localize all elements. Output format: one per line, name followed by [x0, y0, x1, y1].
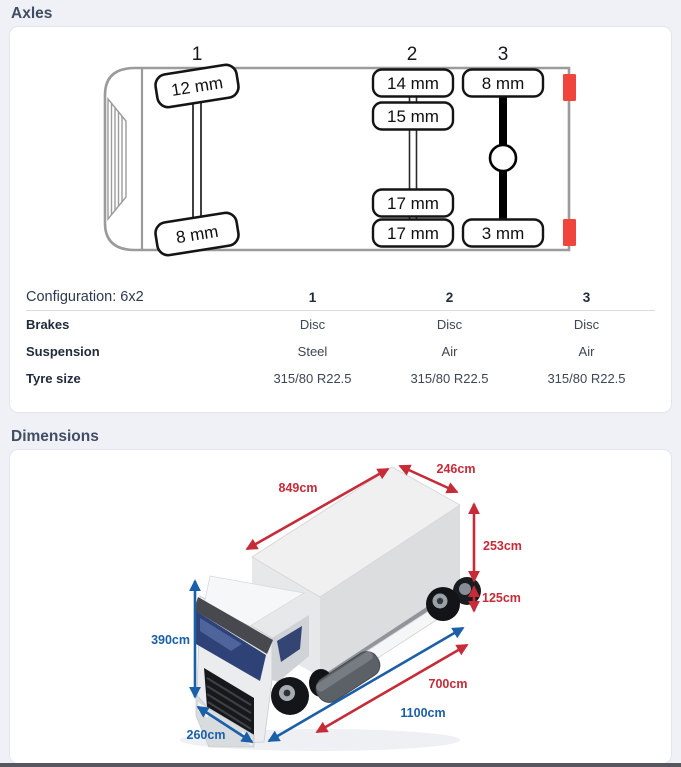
axle-number-2: 2	[407, 44, 418, 65]
rear-marker-bottom	[563, 219, 576, 246]
table-row-tyre-size: Tyre size 315/80 R22.5 315/80 R22.5 315/…	[26, 365, 655, 392]
axle2-top-inner-tyre: 15 mm	[371, 101, 455, 131]
axle1-bottom-tyre: 8 mm	[154, 211, 240, 257]
label-loading-height: 125cm	[482, 591, 521, 605]
column-header-1: 1	[308, 289, 317, 305]
cab-grille-hatch	[107, 97, 127, 221]
label-box-height: 253cm	[483, 539, 522, 553]
arrow-box-width	[398, 464, 459, 494]
cell-value: Air	[441, 344, 458, 359]
cell-value: Disc	[573, 317, 600, 332]
arrow-total-length	[267, 626, 465, 743]
arrow-total-width	[196, 705, 254, 744]
windshield-reflection	[200, 618, 242, 651]
table-row-suspension: Suspension Steel Air Air	[26, 338, 655, 365]
tyre-depth-label: 3 mm	[482, 224, 525, 243]
front-wheel	[271, 677, 309, 715]
dimension-arrows	[189, 464, 480, 744]
dimensions-section-title: Dimensions	[11, 428, 99, 445]
tyre-depth-label: 17 mm	[387, 224, 439, 243]
label-total-width: 260cm	[187, 728, 226, 742]
table-row-brakes: Brakes Disc Disc Disc	[26, 311, 655, 338]
axle-3: 8 mm 3 mm	[461, 68, 545, 248]
config-table-header-row: Configuration: 6x2 1 2 3	[26, 284, 655, 311]
axles-card: 1 2 3 12 mm	[9, 26, 672, 413]
rear-marker-top	[563, 74, 576, 101]
label-box-length: 849cm	[279, 481, 318, 495]
arrow-box-length	[245, 467, 390, 551]
row-label: Tyre size	[26, 371, 81, 386]
tyre-depth-label: 17 mm	[387, 194, 439, 213]
label-total-length: 1100cm	[400, 706, 445, 720]
axle2-top-outer-tyre: 14 mm	[371, 68, 455, 98]
cell-value: 315/80 R22.5	[410, 371, 489, 386]
cell-value: 315/80 R22.5	[547, 371, 626, 386]
differential-circle	[488, 143, 518, 173]
column-header-3: 3	[582, 289, 591, 305]
axle3-bottom-tyre: 3 mm	[461, 218, 545, 248]
dimension-labels: 849cm 246cm 253cm 125cm 390cm 260cm 700c…	[151, 462, 522, 742]
axle1-top-tyre: 12 mm	[154, 63, 240, 109]
axle-diagram: 1 2 3 12 mm	[103, 44, 576, 257]
tyre-depth-label: 8 mm	[482, 74, 525, 93]
axle-1: 12 mm 8 mm	[154, 63, 240, 257]
label-box-width: 246cm	[437, 462, 476, 476]
row-label: Suspension	[26, 344, 100, 359]
cell-value: Disc	[436, 317, 463, 332]
sun-visor	[194, 597, 273, 654]
tyre-depth-label: 15 mm	[387, 107, 439, 126]
axle3-top-tyre: 8 mm	[461, 68, 545, 98]
chassis-outline	[103, 66, 571, 252]
axles-section-title: Axles	[11, 5, 53, 22]
axle2-bottom-inner-tyre: 17 mm	[371, 188, 455, 218]
cell-value: Steel	[297, 344, 328, 359]
tyre-depth-label: 14 mm	[387, 74, 439, 93]
label-total-height: 390cm	[151, 633, 190, 647]
cell-value: 315/80 R22.5	[273, 371, 352, 386]
roof-deflector	[203, 575, 306, 627]
axle-number-3: 3	[498, 44, 509, 65]
bottom-edge-bar	[0, 763, 681, 767]
dimensions-card: 849cm 246cm 253cm 125cm 390cm 260cm 700c…	[9, 449, 672, 764]
label-load-length: 700cm	[429, 677, 468, 691]
axle2-bottom-outer-tyre: 17 mm	[371, 218, 455, 248]
axle-2: 14 mm 15 mm 17 mm 17 mm	[371, 68, 455, 248]
configuration-label: Configuration: 6x2	[26, 289, 144, 305]
column-header-2: 2	[445, 289, 454, 305]
cell-value: Air	[578, 344, 595, 359]
axle-number-1: 1	[192, 44, 203, 65]
cell-value: Disc	[299, 317, 326, 332]
truck-dimensions-diagram: 849cm 246cm 253cm 125cm 390cm 260cm 700c…	[151, 462, 522, 751]
axle-config-table: Configuration: 6x2 1 2 3 Brakes Disc Dis…	[10, 284, 671, 392]
row-label: Brakes	[26, 317, 70, 332]
